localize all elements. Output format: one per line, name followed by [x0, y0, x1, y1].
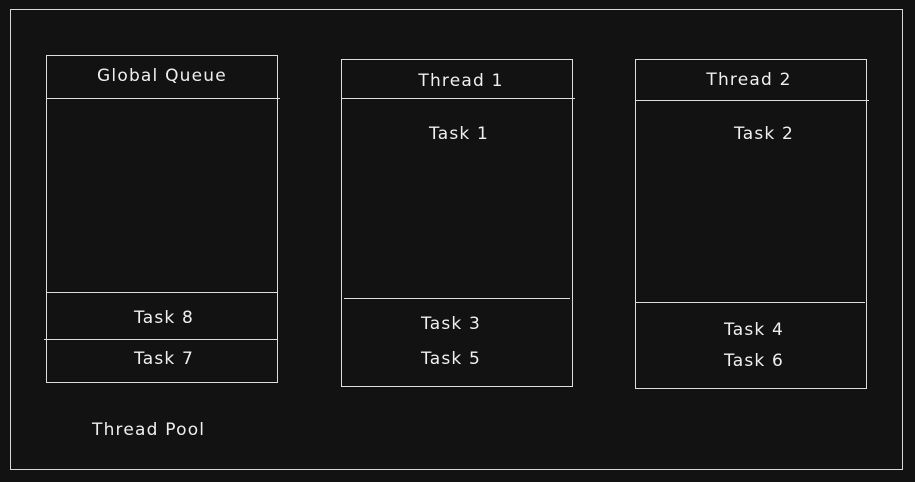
thread1-title: Thread 1 [418, 71, 504, 91]
thread1-queue-divider [344, 298, 570, 299]
global-queue-task: Task 8 [133, 308, 195, 328]
thread-pool-frame [10, 9, 903, 470]
thread2-header-divider [635, 100, 869, 101]
global-queue-task-divider-2 [44, 339, 278, 340]
global-queue-box [46, 55, 278, 383]
global-queue-task-divider [46, 292, 278, 293]
global-queue-task: Task 7 [133, 349, 195, 369]
thread2-box [635, 59, 867, 389]
global-queue-header-divider [46, 98, 280, 99]
thread2-queued-task: Task 6 [723, 351, 785, 371]
thread2-queue-divider [635, 302, 865, 303]
global-queue-title: Global Queue [97, 66, 227, 86]
thread1-running-task: Task 1 [428, 124, 490, 144]
thread2-queued-task: Task 4 [723, 320, 785, 340]
thread2-title: Thread 2 [706, 70, 792, 90]
thread-pool-label: Thread Pool [92, 420, 206, 440]
thread2-running-task: Task 2 [733, 124, 795, 144]
thread1-queued-task: Task 5 [420, 349, 482, 369]
thread1-queued-task: Task 3 [420, 314, 482, 334]
thread1-header-divider [341, 98, 575, 99]
thread1-box [341, 59, 573, 387]
